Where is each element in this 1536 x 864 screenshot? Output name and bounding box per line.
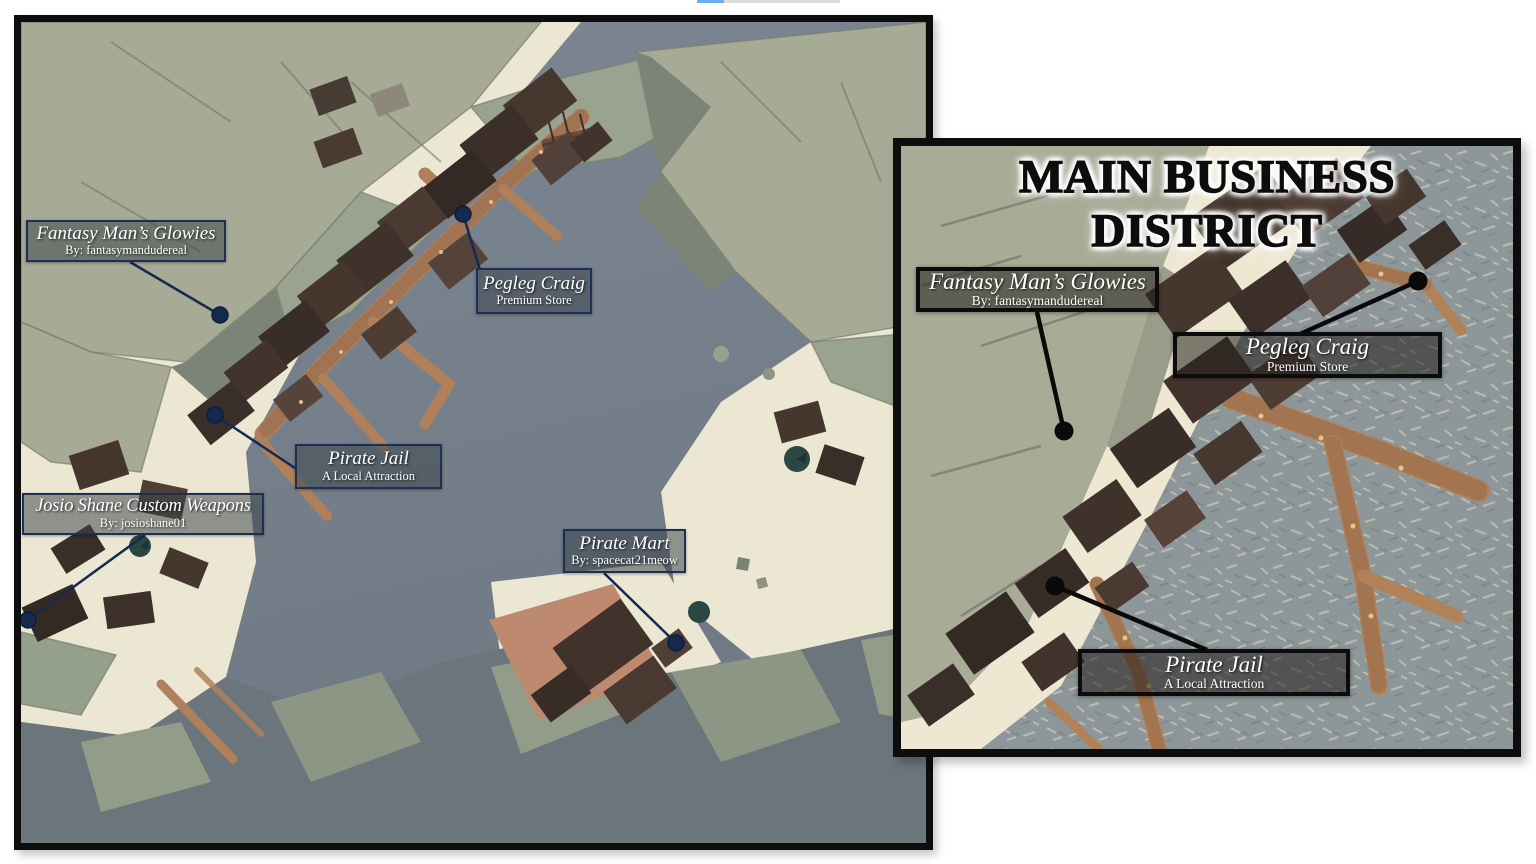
map-label-josio-shane-custom-weapons: Josio Shane Custom Weapons By: josioshan… — [22, 493, 264, 535]
map-label-pirate-jail: Pirate Jail A Local Attraction — [295, 444, 442, 489]
inset-label-fantasy-mans-glowies: Fantasy Man’s Glowies By: fantasymandude… — [916, 267, 1159, 312]
map-label-pirate-mart: Pirate Mart By: spacecat21meow — [563, 529, 686, 573]
rock-shadows — [171, 52, 736, 402]
label-subtitle: By: spacecat21meow — [571, 553, 678, 568]
label-title: Pirate Jail — [1165, 651, 1263, 677]
label-title: Pirate Mart — [579, 532, 670, 554]
label-title: Pegleg Craig — [1245, 334, 1370, 360]
inset-label-pirate-jail: Pirate Jail A Local Attraction — [1078, 649, 1350, 696]
inset-title: MAIN BUSINESS DISTRICT — [1018, 150, 1396, 257]
label-subtitle: Premium Store — [496, 293, 572, 308]
label-subtitle: A Local Attraction — [321, 468, 416, 483]
label-title: Pirate Jail — [328, 448, 409, 470]
inset-map-panel: MAIN BUSINESS DISTRICT Fantasy Man’s Glo… — [893, 138, 1521, 757]
label-subtitle: By: josioshane01 — [99, 516, 187, 531]
map-label-fantasy-mans-glowies: Fantasy Man’s Glowies By: fantasymandude… — [26, 220, 226, 262]
label-subtitle: By: fantasymandudereal — [65, 243, 187, 258]
label-subtitle: A Local Attraction — [1163, 676, 1265, 692]
label-subtitle: Premium Store — [1266, 358, 1349, 374]
label-subtitle: By: fantasymandudereal — [971, 293, 1104, 309]
label-title: Pegleg Craig — [483, 272, 585, 294]
main-map-panel: Fantasy Man’s Glowies By: fantasymandude… — [14, 15, 933, 850]
scroll-indicator-track — [724, 0, 840, 3]
label-title: Fantasy Man’s Glowies — [929, 268, 1146, 294]
inset-label-pegleg-craig: Pegleg Craig Premium Store — [1173, 332, 1442, 378]
map-label-pegleg-craig: Pegleg Craig Premium Store — [476, 268, 592, 314]
scroll-indicator-accent — [697, 0, 724, 3]
main-map-terrain — [21, 22, 926, 843]
label-title: Fantasy Man’s Glowies — [36, 222, 216, 244]
label-title: Josio Shane Custom Weapons — [35, 496, 251, 517]
